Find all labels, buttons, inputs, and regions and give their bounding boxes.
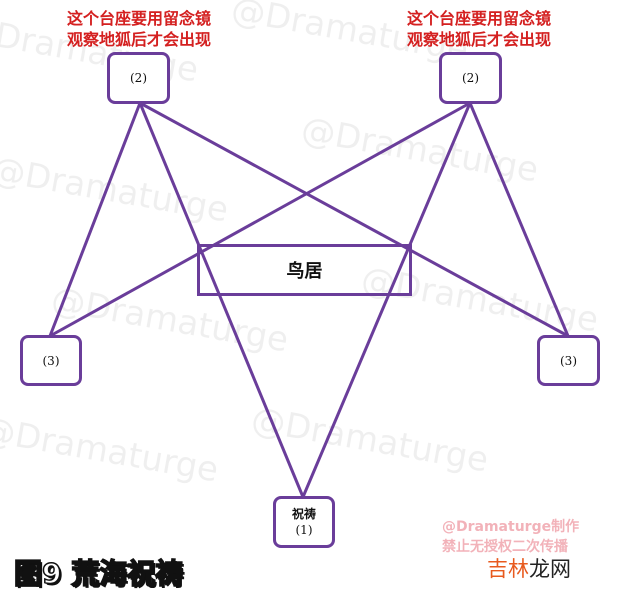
note-line: 这个台座要用留念镜 bbox=[406, 9, 551, 28]
node-name: 祝祷 bbox=[291, 507, 316, 521]
brand-logo: 吉林龙网 bbox=[487, 553, 571, 583]
pedestal-right: (3) bbox=[537, 335, 600, 386]
line-tl-bottom bbox=[138, 102, 305, 498]
pedestal-top-right: (2) bbox=[439, 52, 502, 104]
pedestal-top-left: (2) bbox=[107, 52, 170, 104]
brand-part: 吉林 bbox=[487, 557, 529, 581]
node-label: (1) bbox=[295, 523, 313, 537]
note-left: 这个台座要用留念镜 观察地狐后才会出现 bbox=[44, 8, 234, 50]
torii-box: 鸟居 bbox=[197, 244, 412, 296]
line-tl-right bbox=[139, 101, 569, 338]
brand-part: 龙网 bbox=[529, 557, 571, 581]
note-right: 这个台座要用留念镜 观察地狐后才会出现 bbox=[384, 8, 574, 50]
node-label: (3) bbox=[42, 353, 60, 368]
credit-line: 禁止无授权二次传播 bbox=[442, 539, 568, 555]
line-tr-right bbox=[468, 102, 570, 337]
pedestal-left: (3) bbox=[20, 335, 82, 386]
pedestal-bottom: 祝祷 (1) bbox=[273, 496, 335, 548]
line-tr-bottom bbox=[301, 102, 472, 498]
node-label: (2) bbox=[462, 71, 479, 85]
line-tr-left bbox=[49, 101, 471, 338]
figure-title: 图9 荒海祝祷 bbox=[13, 556, 184, 591]
credit-line: @Dramaturge制作 bbox=[442, 519, 580, 535]
credit: @Dramaturge制作 禁止无授权二次传播 bbox=[442, 517, 579, 557]
note-line: 这个台座要用留念镜 bbox=[66, 9, 211, 28]
node-label: (3) bbox=[560, 353, 577, 368]
note-line: 观察地狐后才会出现 bbox=[406, 30, 551, 49]
torii-label: 鸟居 bbox=[286, 261, 323, 282]
node-label: (2) bbox=[130, 71, 147, 85]
line-tl-left bbox=[48, 102, 142, 337]
note-line: 观察地狐后才会出现 bbox=[66, 30, 211, 49]
